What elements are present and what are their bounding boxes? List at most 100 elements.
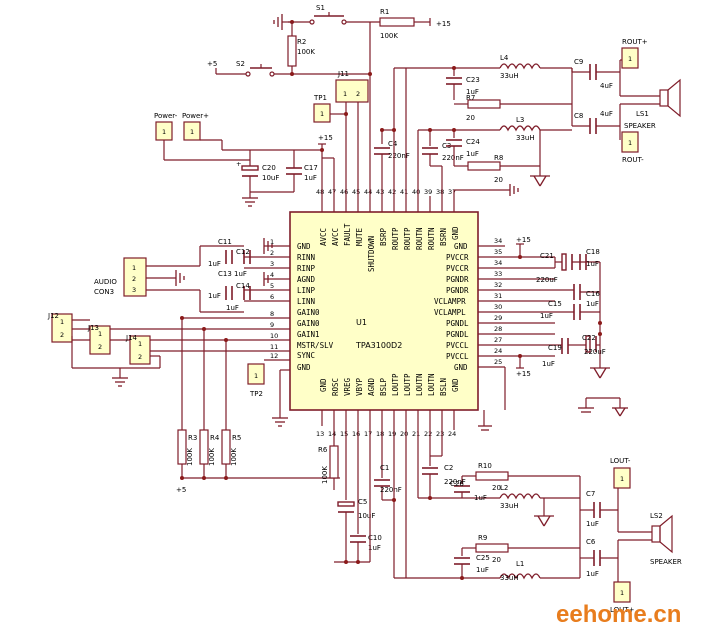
svg-text:GND: GND: [319, 378, 328, 392]
svg-text:TP2: TP2: [249, 390, 263, 398]
svg-text:C13: C13: [218, 270, 232, 278]
svg-text:R5: R5: [232, 434, 241, 442]
svg-text:1uF: 1uF: [208, 292, 221, 300]
ground-c20: [242, 197, 258, 207]
svg-text:40: 40: [412, 188, 420, 196]
pin-label: PVCCR: [446, 253, 469, 262]
svg-text:4uF: 4uF: [600, 82, 613, 90]
svg-text:L4: L4: [500, 54, 509, 62]
svg-text:33uH: 33uH: [500, 72, 519, 80]
svg-text:R3: R3: [188, 434, 197, 442]
svg-text:15: 15: [340, 430, 348, 438]
pin-label: PGNDR: [446, 286, 469, 295]
svg-text:220uF: 220uF: [536, 276, 558, 284]
svg-text:SPEAKER: SPEAKER: [650, 558, 682, 566]
pin-label: PGNDR: [446, 275, 469, 284]
svg-text:12: 12: [270, 352, 278, 360]
svg-text:30: 30: [494, 303, 502, 311]
svg-text:C2: C2: [444, 464, 453, 472]
svg-text:47: 47: [328, 188, 336, 196]
pin-label: SYNC: [297, 351, 315, 360]
svg-text:39: 39: [424, 188, 432, 196]
pin-label: PGNDL: [446, 319, 469, 328]
svg-text:42: 42: [388, 188, 396, 196]
s2-label: S2: [236, 60, 245, 68]
pin-label: PVCCR: [446, 264, 469, 273]
pin-label: VCLAMPR: [434, 297, 466, 306]
connector-j13: 1 2 J13: [87, 324, 111, 355]
capacitor-c25: C25 1uF: [454, 548, 490, 580]
capacitor-c23: C23 1uF: [446, 66, 480, 100]
capacitor-c22: C22 220uF: [580, 334, 606, 356]
svg-text:ROUTN: ROUTN: [415, 227, 424, 250]
svg-text:220nF: 220nF: [388, 152, 410, 160]
svg-text:2: 2: [138, 353, 142, 361]
svg-text:100K: 100K: [230, 448, 238, 466]
svg-text:16: 16: [352, 430, 360, 438]
svg-text:20: 20: [494, 176, 503, 184]
svg-text:1uF: 1uF: [304, 174, 317, 182]
capacitor-c18: C18 1uF: [579, 248, 600, 270]
svg-text:1: 1: [190, 128, 194, 136]
svg-text:1uF: 1uF: [368, 544, 381, 552]
svg-text:ROUTP: ROUTP: [391, 227, 400, 250]
pin-label: GAIN0: [297, 319, 320, 328]
svg-text:C9: C9: [574, 58, 583, 66]
svg-text:6: 6: [270, 293, 274, 301]
pin-label: GAIN1: [297, 330, 320, 339]
inductor-l4: L4 33uH: [499, 54, 572, 80]
svg-text:1uF: 1uF: [474, 494, 487, 502]
svg-text:LS2: LS2: [650, 512, 663, 520]
plus15-label-avcc: +15: [318, 134, 333, 142]
connector-lout-minus: 1 LOUT-: [610, 457, 652, 533]
capacitor-c2: C2 220nF: [422, 426, 466, 498]
connector-power-minus: 1 Power-: [154, 112, 250, 161]
svg-text:MUTE: MUTE: [355, 227, 364, 246]
svg-text:48: 48: [316, 188, 324, 196]
svg-text:ROUT+: ROUT+: [622, 38, 648, 46]
svg-text:ROUTP: ROUTP: [403, 227, 412, 250]
svg-text:100K: 100K: [297, 48, 315, 56]
ic-designator: U1: [356, 318, 367, 327]
switch-s1-circuit: S1: [273, 4, 380, 30]
svg-text:32: 32: [494, 281, 502, 289]
svg-text:R10: R10: [478, 462, 492, 470]
svg-text:C21: C21: [540, 252, 554, 260]
capacitor-c13: C13 1uF: [208, 270, 233, 300]
svg-text:11: 11: [270, 343, 278, 351]
svg-text:44: 44: [364, 188, 372, 196]
pin-label: RINP: [297, 264, 316, 273]
svg-text:AUDIO: AUDIO: [94, 278, 117, 286]
svg-text:3: 3: [270, 260, 274, 268]
svg-text:R4: R4: [210, 434, 220, 442]
svg-text:C7: C7: [586, 490, 595, 498]
resistor-r2: R2 100K: [287, 22, 315, 74]
pin-label: GND: [297, 363, 311, 372]
svg-text:C19: C19: [548, 344, 562, 352]
svg-text:Power+: Power+: [182, 112, 209, 120]
svg-text:L2: L2: [500, 484, 508, 492]
svg-text:BSRN: BSRN: [439, 228, 448, 246]
svg-text:13: 13: [316, 430, 324, 438]
capacitor-c6: C6 1uF: [580, 538, 618, 578]
svg-text:J14: J14: [125, 334, 138, 342]
svg-text:C11: C11: [218, 238, 232, 246]
ic-body: [289, 211, 479, 411]
svg-text:Power-: Power-: [154, 112, 178, 120]
svg-text:L3: L3: [516, 116, 524, 124]
svg-text:28: 28: [494, 325, 502, 333]
resistor-r10: R10 20: [462, 462, 580, 492]
svg-text:LOUTP: LOUTP: [403, 373, 412, 396]
svg-text:41: 41: [400, 188, 408, 196]
svg-text:1uF: 1uF: [226, 304, 239, 312]
svg-text:14: 14: [328, 430, 336, 438]
svg-text:C5: C5: [358, 498, 367, 506]
testpoint-tp1: 1 TP1: [313, 94, 348, 123]
plus5-label-top: +5: [207, 60, 217, 68]
testpoint-tp2: 1 TP2: [247, 363, 265, 398]
svg-text:1uF: 1uF: [476, 566, 489, 574]
capacitor-c24: C24 1uF: [446, 128, 480, 166]
svg-text:LOUT+: LOUT+: [610, 606, 635, 614]
